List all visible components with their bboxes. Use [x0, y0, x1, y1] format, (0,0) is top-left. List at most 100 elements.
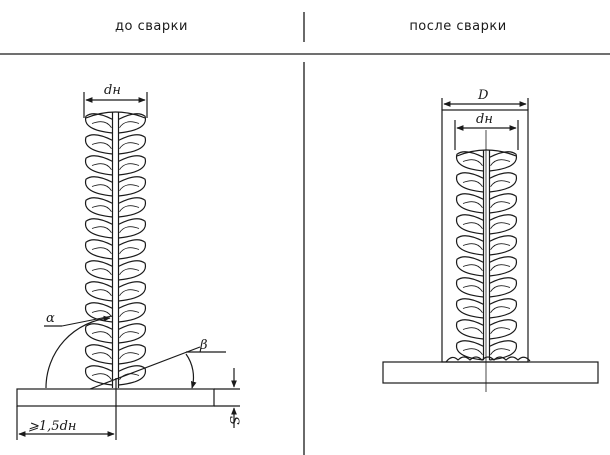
beta-arc — [185, 353, 197, 389]
rebar-rib-right — [118, 218, 147, 239]
rebar-rib-right — [118, 155, 147, 176]
alpha-label: α — [46, 311, 55, 326]
rebar-rib-right — [118, 134, 147, 155]
rebar-rib-right — [118, 113, 147, 134]
table-frame — [0, 12, 610, 455]
rebar-rib-hatch — [119, 310, 140, 317]
base-plate-after — [382, 361, 599, 384]
rebar-rib-right — [118, 281, 147, 302]
rebar-rib-hatch — [462, 243, 483, 250]
rebar-rib-hatch — [91, 226, 112, 233]
rebar-rib-left — [455, 214, 484, 235]
rebar-rib-right — [118, 302, 147, 323]
rebar-rib-hatch — [462, 327, 483, 334]
rebar-rib-right — [118, 197, 147, 218]
rebar-rib-hatch — [91, 352, 112, 359]
rebar-before — [84, 111, 147, 388]
rebar-top — [456, 149, 517, 157]
rebar-rib-hatch — [119, 247, 140, 254]
dn-label-before: dн — [104, 83, 121, 98]
rebar-rib-hatch — [91, 373, 112, 380]
rebar-rib-left — [84, 302, 113, 323]
rebar-rib-left — [84, 134, 113, 155]
rebar-rib-left — [455, 193, 484, 214]
rebar-rib-hatch — [119, 268, 140, 275]
after-welding-header: после сварки — [409, 18, 507, 34]
rebar-rib-left — [84, 176, 113, 197]
rebar-rib-left — [455, 298, 484, 319]
weld-boss — [441, 109, 529, 363]
rebar-rib-right — [489, 277, 518, 298]
rebar-rib-hatch — [462, 159, 483, 166]
rebar-rib-hatch — [462, 201, 483, 208]
bevel-line — [89, 346, 201, 390]
rebar-rib-hatch — [119, 289, 140, 296]
rebar-rib-right — [489, 256, 518, 277]
min-length-label: ⩾1,5dн — [28, 419, 76, 434]
rebar-rib-hatch — [462, 180, 483, 187]
rebar-rib-hatch — [119, 331, 140, 338]
rebar-rib-left — [84, 113, 113, 134]
rebar-rib-right — [118, 365, 147, 386]
D-label: D — [477, 88, 489, 103]
after-panel — [382, 98, 599, 392]
rebar-rib-hatch — [490, 222, 511, 229]
rebar-rib-hatch — [119, 373, 140, 380]
rebar-rib-hatch — [490, 348, 511, 355]
rebar-rib-hatch — [490, 327, 511, 334]
before-panel — [16, 92, 240, 440]
rebar-rib-hatch — [91, 121, 112, 128]
rebar-rib-hatch — [462, 348, 483, 355]
rebar-rib-hatch — [119, 226, 140, 233]
rebar-rib-hatch — [91, 163, 112, 170]
rebar-rib-hatch — [91, 142, 112, 149]
beta-label: β — [199, 338, 208, 353]
rebar-rib-left — [455, 235, 484, 256]
rebar-rib-hatch — [462, 264, 483, 271]
rebar-rib-hatch — [462, 222, 483, 229]
rebar-rib-left — [455, 256, 484, 277]
rebar-rib-left — [455, 151, 484, 172]
rebar-rib-hatch — [91, 331, 112, 338]
alpha-arc — [45, 315, 111, 389]
weld-bead — [445, 356, 531, 363]
rebar-top — [85, 111, 146, 119]
rebar-rib-right — [118, 176, 147, 197]
dn-label-after: dн — [476, 112, 493, 127]
rebar-rib-hatch — [490, 285, 511, 292]
rebar-rib-left — [455, 340, 484, 361]
rebar-rib-left — [84, 218, 113, 239]
rebar-after — [455, 149, 518, 361]
rebar-rib-hatch — [462, 285, 483, 292]
rebar-rib-hatch — [91, 310, 112, 317]
rebar-rib-right — [489, 214, 518, 235]
rebar-rib-right — [489, 340, 518, 361]
rebar-rib-right — [118, 344, 147, 365]
rebar-rib-left — [84, 344, 113, 365]
rebar-rib-hatch — [91, 268, 112, 275]
alpha-pointer — [61, 315, 113, 327]
rebar-rib-hatch — [119, 352, 140, 359]
rebar-rib-left — [84, 260, 113, 281]
rebar-rib-right — [118, 323, 147, 344]
rebar-rib-right — [489, 319, 518, 340]
rebar-rib-right — [489, 235, 518, 256]
rebar-rib-hatch — [119, 121, 140, 128]
rebar-rib-hatch — [490, 201, 511, 208]
rebar-rib-hatch — [119, 184, 140, 191]
rebar-rib-right — [118, 260, 147, 281]
rebar-rib-hatch — [119, 142, 140, 149]
rebar-rib-hatch — [490, 306, 511, 313]
rebar-rib-hatch — [119, 205, 140, 212]
rebar-rib-left — [84, 239, 113, 260]
rebar-rib-left — [84, 155, 113, 176]
rebar-rib-hatch — [91, 205, 112, 212]
rebar-rib-hatch — [490, 243, 511, 250]
rebar-rib-hatch — [91, 184, 112, 191]
rebar-rib-right — [489, 298, 518, 319]
rebar-rib-left — [84, 323, 113, 344]
rebar-rib-right — [118, 239, 147, 260]
rebar-rib-left — [84, 281, 113, 302]
rebar-rib-left — [455, 172, 484, 193]
